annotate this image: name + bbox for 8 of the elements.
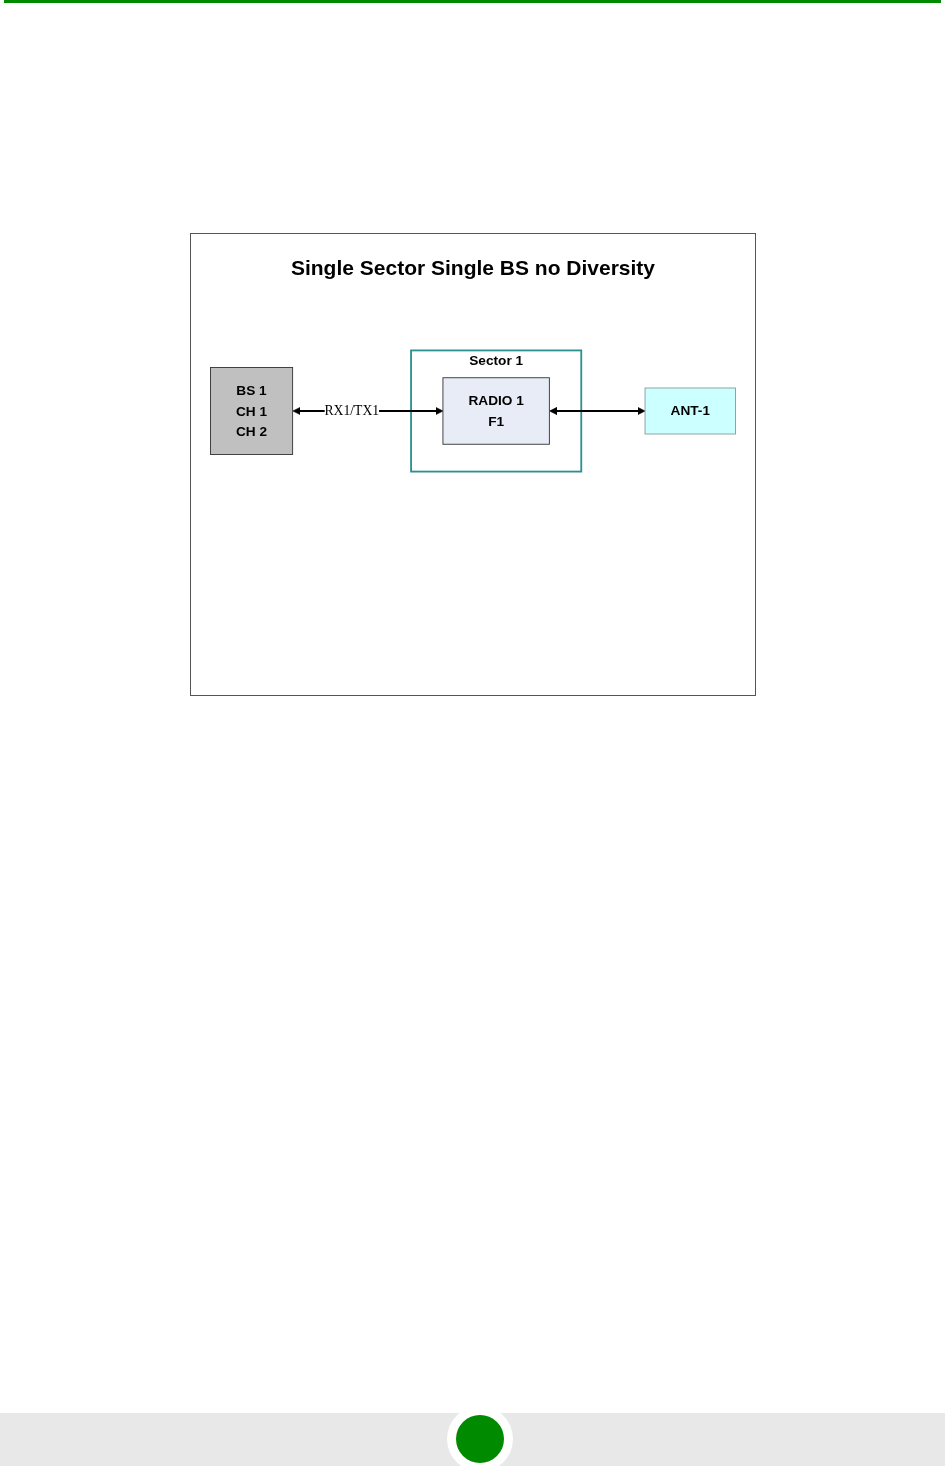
arrow	[549, 407, 646, 415]
cluster	[410, 349, 583, 473]
diagram-frame: Single Sector Single BS no Diversity Sector 1 RX1/TX1 BS 1 CH 1 CH 2 RADIO 1 F1 ANT-1	[190, 233, 756, 696]
diagram-title: Single Sector Single BS no Diversity	[290, 256, 656, 280]
node-box	[644, 387, 736, 435]
edge-label: RX1/TX1	[324, 403, 380, 419]
node-box	[442, 377, 550, 445]
node-box	[210, 367, 294, 455]
